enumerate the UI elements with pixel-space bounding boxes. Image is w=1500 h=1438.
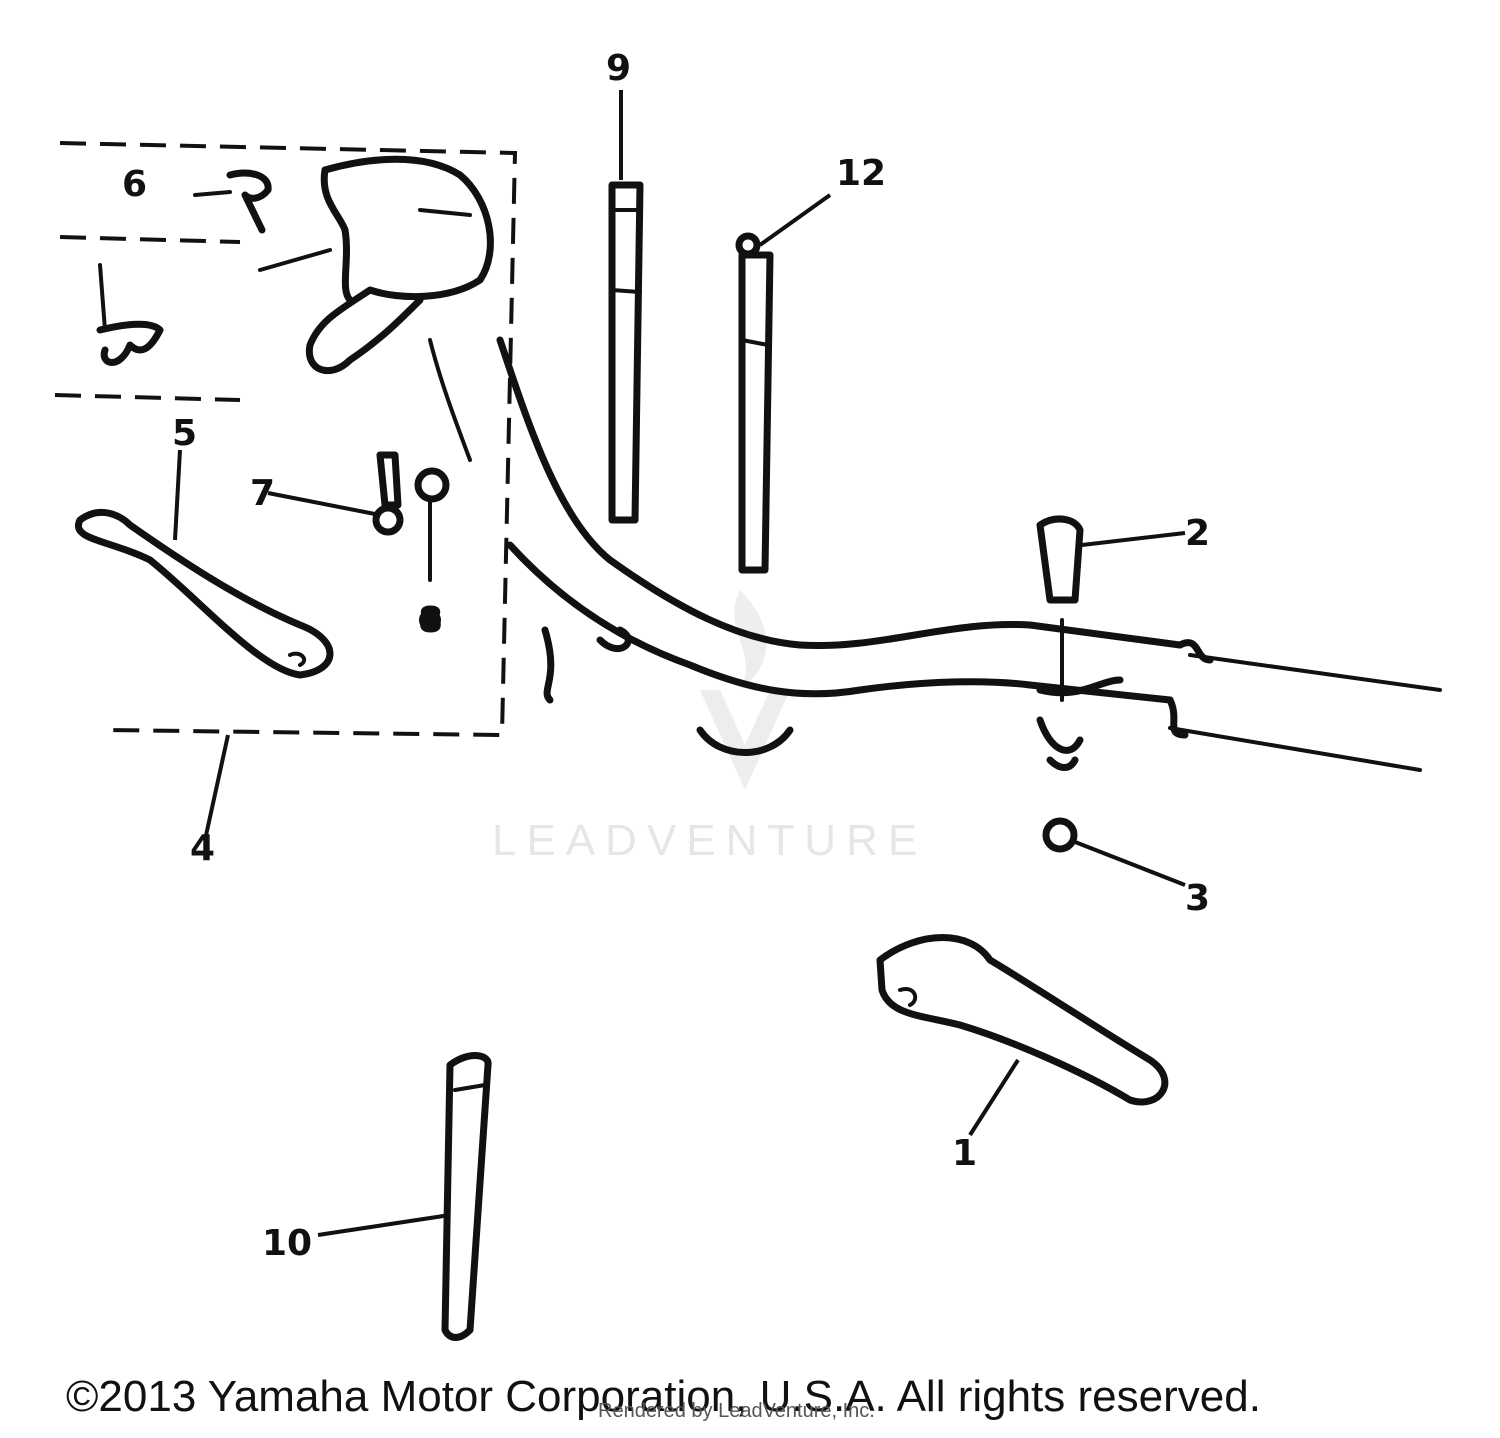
watermark-text: LEADVENTURE <box>492 816 927 865</box>
leadventure-logo-watermark <box>700 590 790 790</box>
handlebar-clamp <box>1036 676 1124 771</box>
callout-9: 9 <box>606 48 631 89</box>
callout-10: 10 <box>262 1223 312 1264</box>
callout-5: 5 <box>172 413 197 454</box>
part-5-lever <box>75 508 334 679</box>
part-1-lever <box>876 934 1169 1106</box>
callout-8: 8 <box>418 600 443 641</box>
inset-clip <box>96 263 164 366</box>
callout-4: 4 <box>190 828 215 869</box>
callout-1: 1 <box>952 1133 977 1174</box>
part-3-nut <box>1042 817 1078 853</box>
lever-holder <box>258 155 494 462</box>
part-9-bolt <box>608 181 644 524</box>
part-6-screw <box>193 169 272 234</box>
leader-lines <box>173 90 1186 1237</box>
part-2-bolt <box>1036 515 1084 702</box>
callout-2: 2 <box>1185 513 1210 554</box>
handlebar <box>496 336 1442 772</box>
callout-12: 12 <box>836 153 886 194</box>
callout-7: 7 <box>250 473 275 514</box>
part-10-pin <box>441 1052 492 1341</box>
copyright-notice: ©2013 Yamaha Motor Corporation, U.S.A. A… <box>66 1372 1261 1421</box>
rendered-by-note: Rendered by LeadVenture, Inc. <box>598 1400 875 1422</box>
inset-box-dashed <box>54 141 518 738</box>
part-8-nut <box>414 467 450 631</box>
part-7-bolt <box>372 451 404 536</box>
callout-6: 6 <box>122 164 147 205</box>
part-12-bolt <box>735 232 774 574</box>
callout-3: 3 <box>1185 878 1210 919</box>
callout-labels: 1 2 3 4 5 6 7 8 9 10 12 <box>122 48 1210 1264</box>
